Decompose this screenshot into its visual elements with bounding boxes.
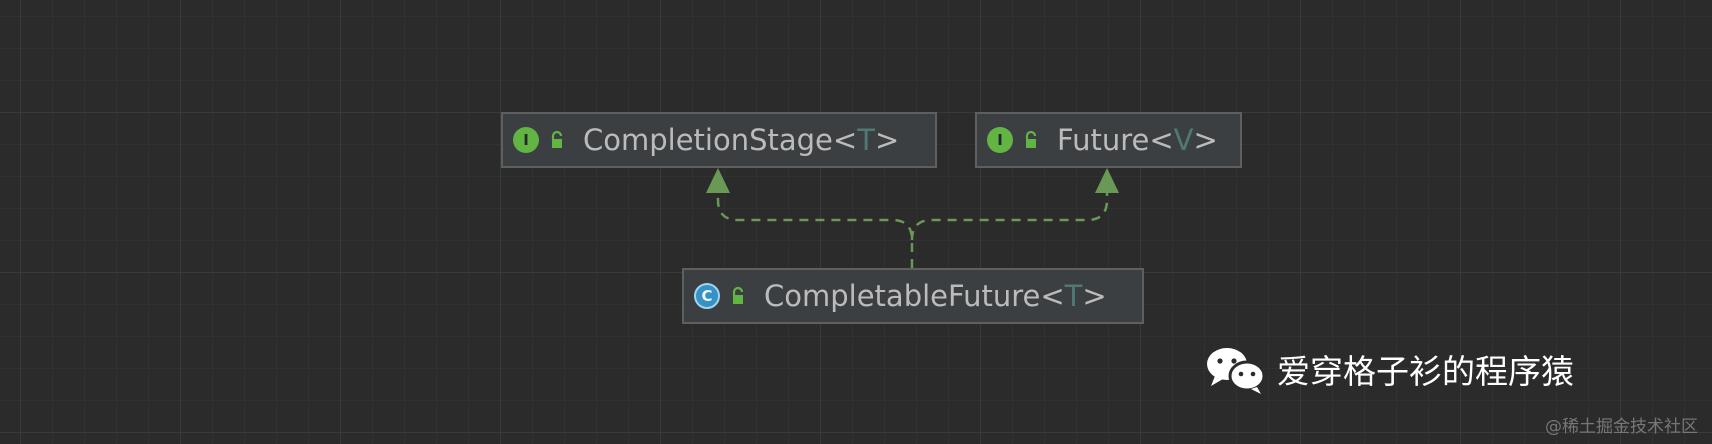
edge-to-completion-stage — [716, 192, 914, 268]
credit-watermark: @稀土掘金技术社区 — [1545, 417, 1698, 437]
node-completable-future[interactable]: C CompletableFuture<T> — [682, 268, 1144, 324]
node-label: CompletionStage<T> — [583, 123, 900, 157]
edge-to-future — [910, 192, 1109, 241]
public-access-icon — [551, 130, 563, 148]
public-access-icon — [1025, 130, 1037, 148]
wechat-icon — [1207, 348, 1266, 394]
watermark-text: 爱穿格子衫的程序猿 — [1277, 352, 1574, 391]
type-parameter: T — [1064, 279, 1083, 313]
type-parameter: V — [1173, 123, 1194, 157]
type-parameter: T — [857, 123, 875, 157]
node-label: Future<V> — [1057, 123, 1218, 157]
node-future[interactable]: I Future<V> — [975, 112, 1242, 168]
node-completion-stage[interactable]: I CompletionStage<T> — [501, 112, 937, 168]
class-icon: C — [694, 283, 720, 309]
watermark: 爱穿格子衫的程序猿 — [1203, 344, 1574, 394]
arrowhead-completion-stage — [706, 168, 730, 193]
node-label: CompletableFuture<T> — [764, 279, 1107, 313]
arrowhead-future — [1095, 168, 1119, 193]
public-access-icon — [732, 286, 744, 304]
interface-icon: I — [513, 127, 539, 153]
interface-icon: I — [987, 127, 1013, 153]
